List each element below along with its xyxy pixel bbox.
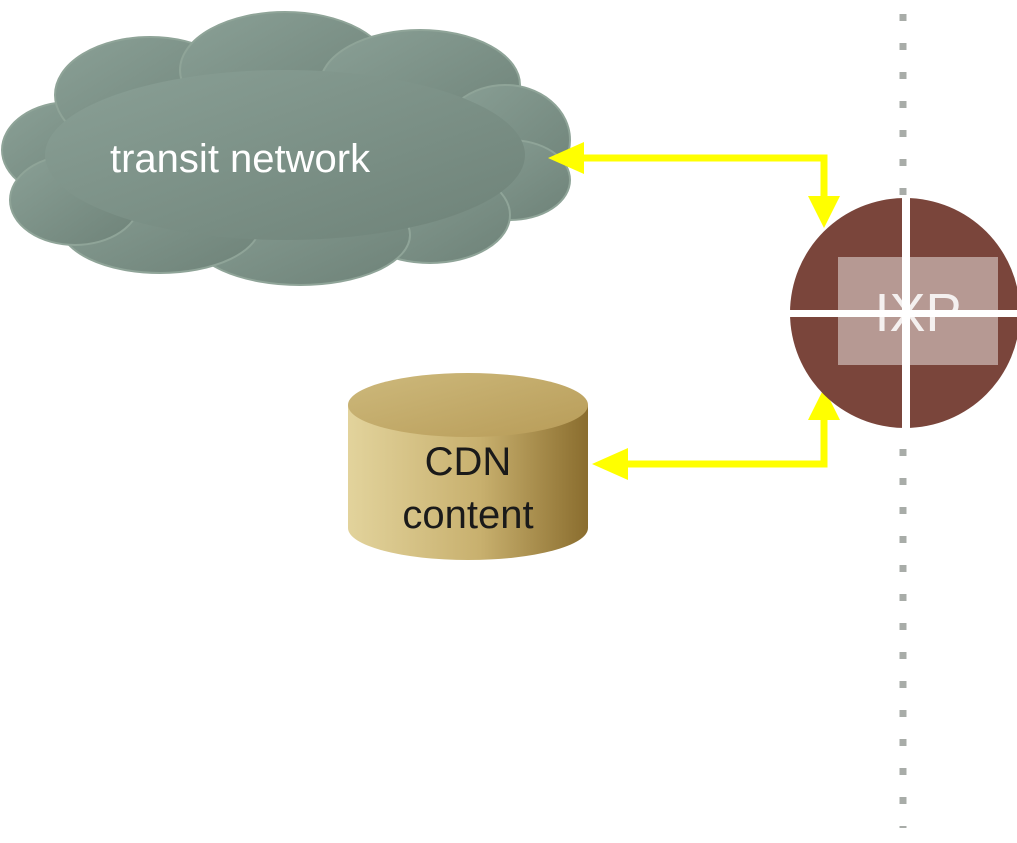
ixp-label: IXP [874, 283, 961, 343]
cdn-label-line1: CDN [425, 440, 512, 484]
cdn-label-line2: content [402, 493, 533, 537]
cdn-ixp-link-arrow [592, 388, 840, 480]
transit-network-label: transit network [110, 137, 371, 181]
ixp-node: IXP [785, 195, 1017, 435]
transit-network-cloud: transit network [1, 11, 571, 286]
transit-ixp-link-arrow [548, 142, 840, 228]
cdn-content-database: CDN content [348, 373, 588, 560]
